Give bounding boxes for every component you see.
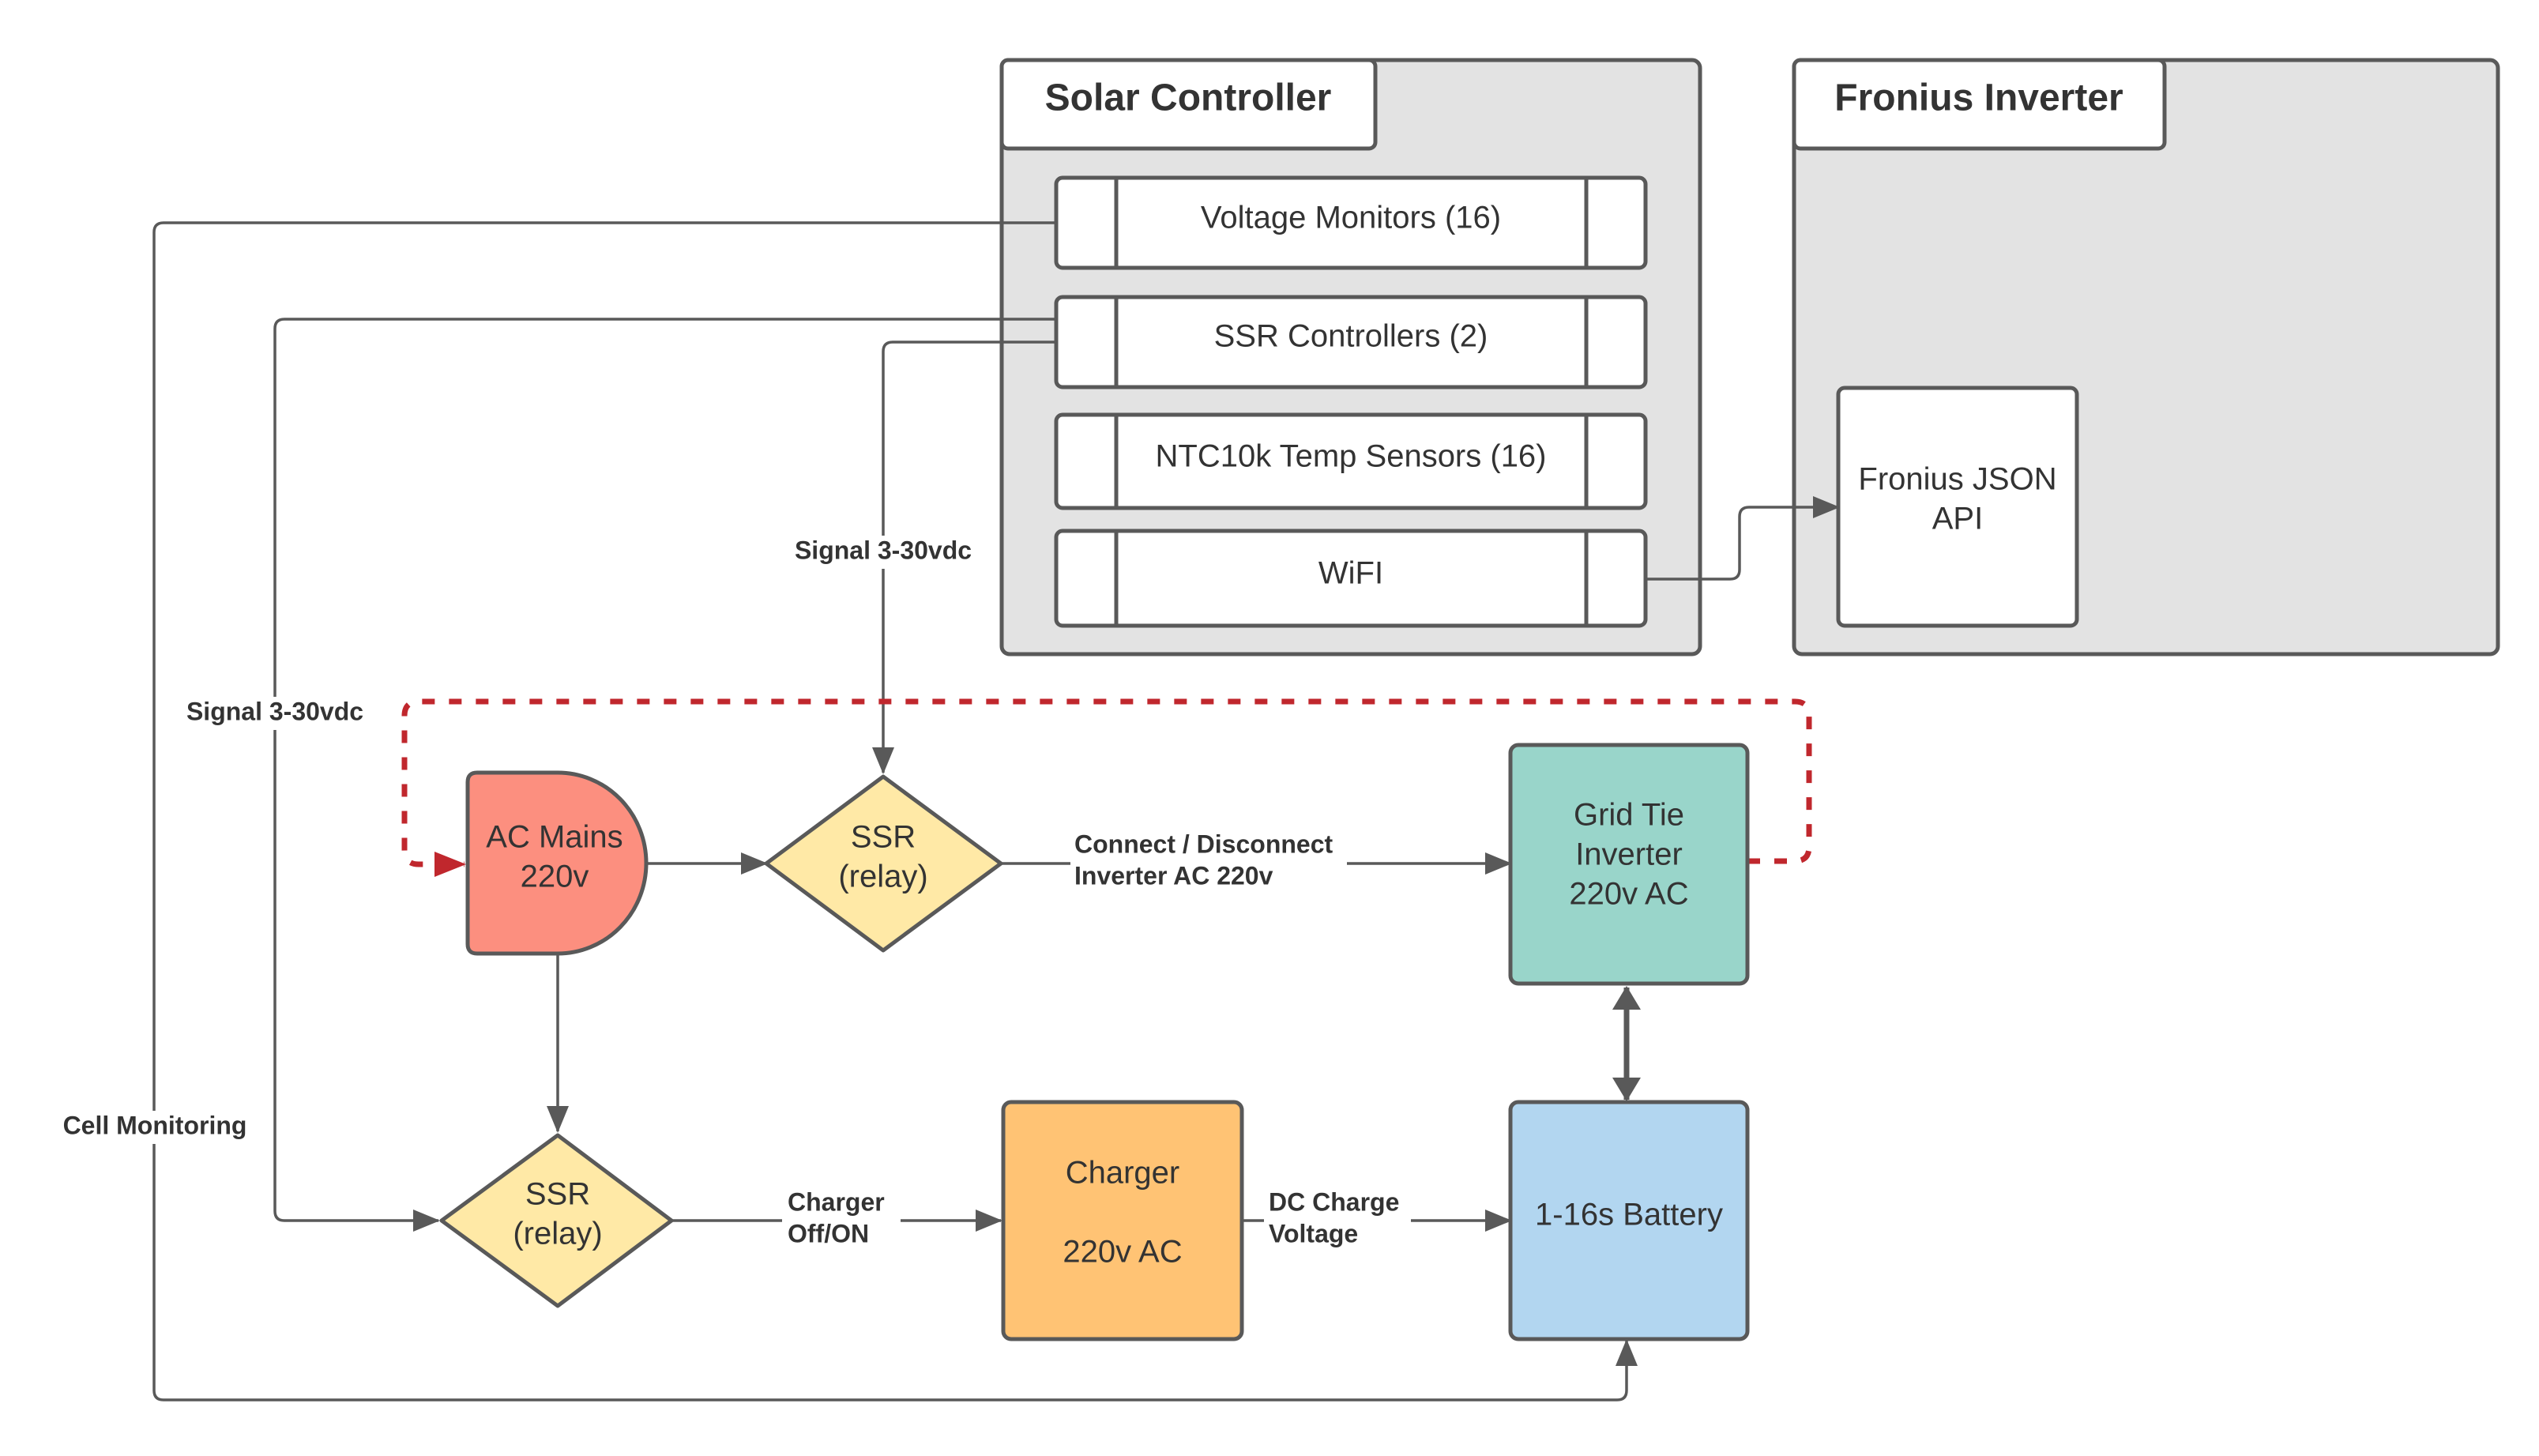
- voltage-monitors-label: Voltage Monitors (16): [1201, 201, 1501, 235]
- module-wifi[interactable]: WiFI: [1054, 529, 1648, 628]
- solar-controller-title: Solar Controller: [1045, 77, 1332, 119]
- fronius-json-api-node[interactable]: Fronius JSON API: [1836, 386, 2079, 628]
- module-voltage-monitors[interactable]: Voltage Monitors (16): [1054, 175, 1648, 270]
- fronius-api-line2: API: [1932, 502, 1983, 536]
- edge-label-dc-line1: DC Charge: [1269, 1187, 1399, 1216]
- ntc-temp-sensors-label: NTC10k Temp Sensors (16): [1156, 439, 1547, 474]
- edge-cell-monitoring: [152, 221, 1638, 1401]
- edge-label-signal-left: Signal 3-30vdc: [186, 697, 363, 725]
- grid-tie-line3: 220v AC: [1569, 877, 1688, 912]
- ac-mains-line2: 220v: [521, 860, 589, 894]
- fronius-inverter-title-box: [1792, 58, 2167, 151]
- edge-label-signal-top: Signal 3-30vdc: [795, 536, 972, 564]
- module-ssr-controllers[interactable]: SSR Controllers (2): [1054, 295, 1648, 389]
- charger-line2: 220v AC: [1063, 1235, 1182, 1270]
- fronius-api-line1: Fronius JSON: [1858, 462, 2056, 497]
- grid-tie-inverter-node[interactable]: Grid Tie Inverter 220v AC: [1508, 743, 1750, 986]
- edge-label-dc-line2: Voltage: [1269, 1219, 1358, 1247]
- ssr-bottom-node[interactable]: SSR (relay): [439, 1133, 674, 1308]
- solar-controller-title-box: [999, 58, 1378, 151]
- charger-line1: Charger: [1066, 1156, 1180, 1191]
- grid-tie-line2: Inverter: [1575, 837, 1683, 872]
- ac-mains-node[interactable]: AC Mains 220v: [465, 770, 649, 956]
- edge-label-connect-line1: Connect / Disconnect: [1074, 830, 1333, 858]
- edge-signal-to-ssr-top: [872, 340, 1056, 774]
- edge-grid-tie-to-ac-mains-loop: [401, 698, 1812, 877]
- ssr-top-node[interactable]: SSR (relay): [764, 774, 1003, 953]
- battery-label: 1-16s Battery: [1535, 1198, 1723, 1232]
- edge-label-charger-line2: Off/ON: [788, 1219, 869, 1247]
- edge-label-charger-line1: Charger: [788, 1187, 885, 1216]
- ssr-top-line1: SSR: [851, 820, 916, 855]
- grid-tie-line1: Grid Tie: [1574, 798, 1684, 833]
- edge-label-cell-monitoring: Cell Monitoring: [63, 1111, 247, 1139]
- edge-label-connect-line2: Inverter AC 220v: [1074, 861, 1273, 890]
- edge-wifi-to-fronius-api: [1646, 496, 1840, 581]
- ssr-bottom-line1: SSR: [525, 1177, 590, 1212]
- ac-mains-line1: AC Mains: [486, 820, 623, 855]
- edge-signal-to-ssr-bottom: [273, 318, 1056, 1232]
- module-ntc-temp-sensors[interactable]: NTC10k Temp Sensors (16): [1054, 412, 1648, 510]
- ssr-top-line2: (relay): [838, 860, 927, 894]
- fronius-inverter-title: Fronius Inverter: [1834, 77, 2123, 119]
- ssr-bottom-line2: (relay): [513, 1217, 602, 1251]
- battery-node[interactable]: 1-16s Battery: [1508, 1100, 1750, 1341]
- ssr-controllers-label: SSR Controllers (2): [1214, 319, 1488, 354]
- wifi-label: WiFI: [1318, 556, 1383, 591]
- charger-node[interactable]: Charger 220v AC: [1001, 1100, 1244, 1341]
